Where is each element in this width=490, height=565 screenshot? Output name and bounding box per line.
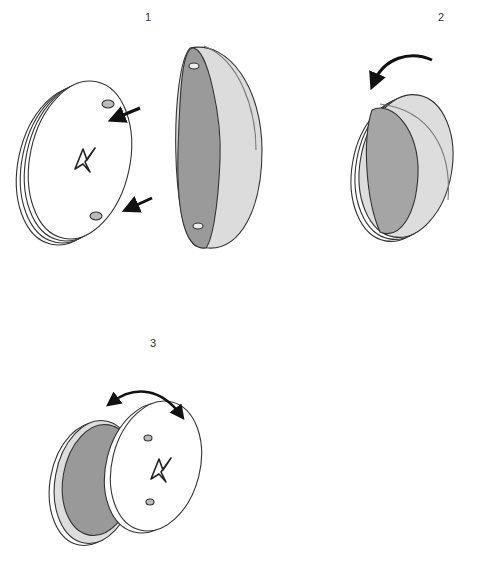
step-number: 3 bbox=[150, 338, 156, 349]
rotate-arrow bbox=[374, 56, 432, 82]
opened-unit bbox=[40, 391, 215, 552]
assembled-unit bbox=[340, 87, 464, 249]
step-number: 1 bbox=[145, 12, 151, 23]
dome-cover bbox=[176, 46, 262, 248]
push-arrows bbox=[116, 108, 152, 208]
step-number: 2 bbox=[438, 12, 444, 23]
swing-arrow bbox=[112, 392, 180, 414]
disc-base bbox=[2, 71, 145, 254]
